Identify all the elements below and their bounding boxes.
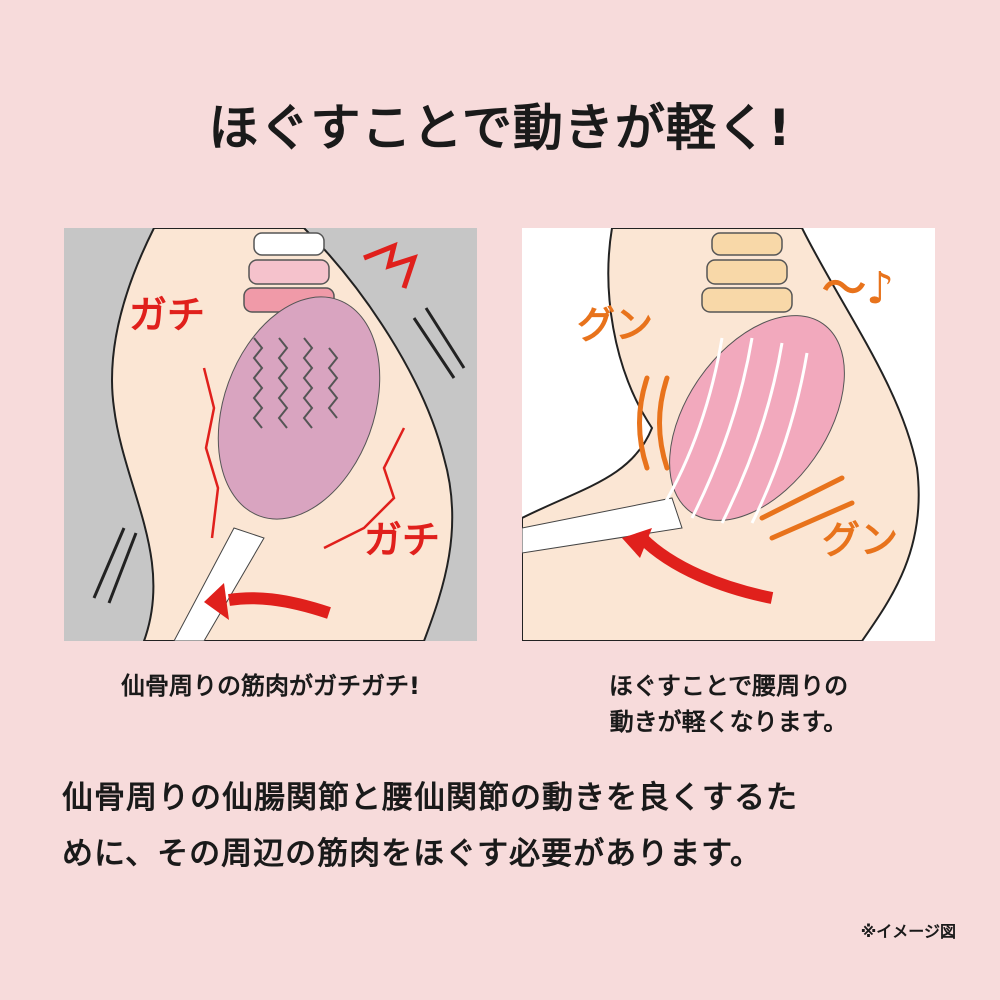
body-text-line1: 仙骨周りの仙腸関節と腰仙関節の動きを良くするた: [62, 780, 798, 816]
spine-icon: [701, 232, 793, 313]
music-note-icon: 〜♪: [822, 263, 894, 314]
caption-right: ほぐすことで腰周りの 動きが軽くなります。: [522, 668, 935, 740]
illustration-loosened-muscles: グン グン 〜♪: [522, 228, 935, 641]
arrow-icon: [637, 533, 774, 604]
caption-right-line1: ほぐすことで腰周りの: [608, 672, 849, 700]
lightning-icon: [363, 241, 418, 289]
footnote: ※イメージ図: [860, 922, 956, 941]
body-text: 仙骨周りの仙腸関節と腰仙関節の動きを良くするた めに、その周辺の筋肉をほぐす必要…: [62, 770, 952, 882]
caption-right-line2: 動きが軽くなります。: [609, 708, 848, 736]
leg-bone: [173, 527, 265, 641]
label-gachi-bottom: ガチ: [364, 518, 440, 562]
label-gachi-top: ガチ: [129, 293, 205, 337]
page-title: ほぐすことで動きが軽く!: [208, 99, 792, 157]
label-gun-left: グン: [577, 303, 653, 347]
arrow-icon: [228, 592, 331, 619]
illustration-stiff-muscles: ガチ ガチ: [64, 228, 477, 641]
leg-bone: [522, 497, 683, 554]
caption-left: 仙骨周りの筋肉がガチガチ!: [121, 672, 420, 700]
label-gun-right: グン: [822, 518, 898, 562]
body-text-line2: めに、その周辺の筋肉をほぐす必要があります。: [62, 836, 762, 872]
